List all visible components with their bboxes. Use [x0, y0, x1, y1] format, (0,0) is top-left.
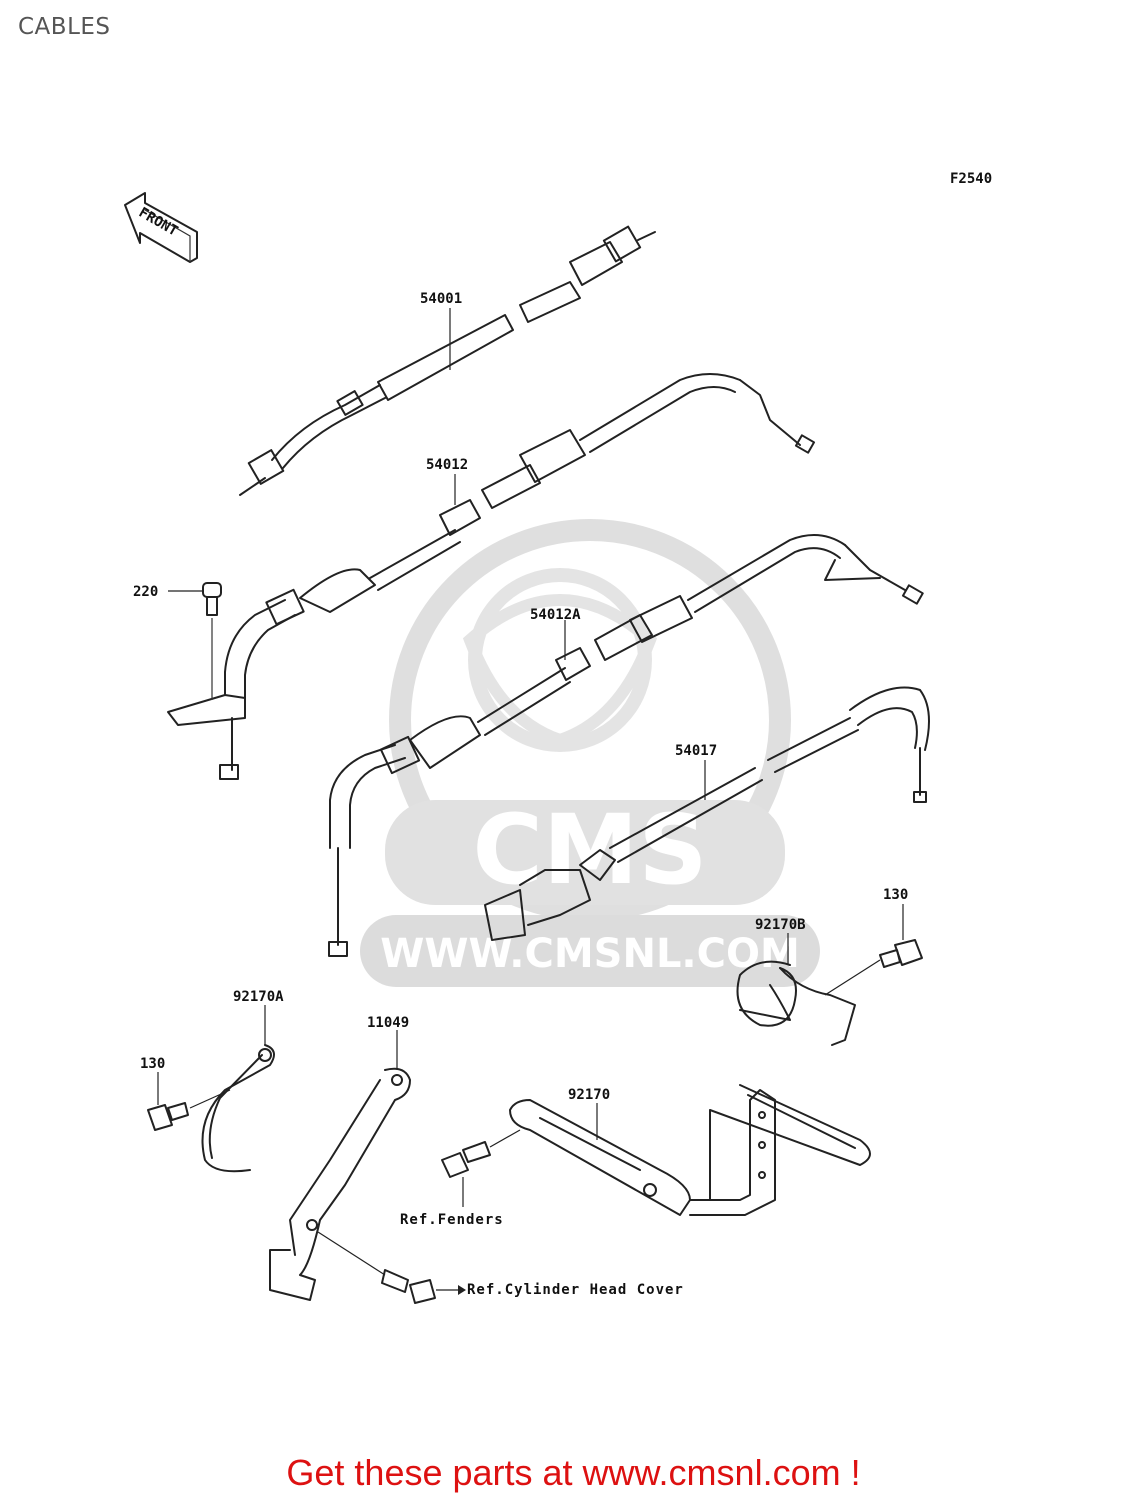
bolt-130-right [824, 939, 923, 996]
screw-220 [202, 582, 222, 700]
bolt-130-left [147, 1089, 231, 1131]
clamp-92170B [736, 960, 856, 1046]
parts-diagram: CMS WWW.CMSNL.COM FRONT F2540 54001 [124, 171, 992, 1304]
clamp-92170A [201, 1044, 275, 1173]
label-92170: 92170 [568, 1087, 610, 1103]
label-92170A: 92170A [233, 989, 284, 1005]
ref-cylinder-head-label: Ref.Cylinder Head Cover [467, 1282, 684, 1298]
figure-code: F2540 [950, 171, 992, 187]
bracket-11049 [269, 1067, 411, 1301]
cms-watermark: CMS WWW.CMSNL.COM [360, 519, 820, 987]
label-54012A: 54012A [530, 607, 581, 623]
label-92170B: 92170B [755, 917, 806, 933]
watermark-url: WWW.CMSNL.COM [380, 931, 800, 977]
page-title: CABLES [18, 14, 111, 40]
label-54001: 54001 [420, 291, 462, 307]
label-130-right: 130 [883, 887, 908, 903]
cable-54012 [167, 373, 816, 780]
footer-link[interactable]: Get these parts at www.cmsnl.com ! [286, 1452, 861, 1493]
bolt-cylinder-head [317, 1231, 466, 1304]
cable-54001 [239, 225, 656, 496]
front-arrow-icon: FRONT [124, 192, 198, 263]
cable-54017 [484, 686, 930, 941]
label-54017: 54017 [675, 743, 717, 759]
label-130-left: 130 [140, 1056, 165, 1072]
ref-fenders-label: Ref.Fenders [400, 1212, 504, 1228]
label-220: 220 [133, 584, 158, 600]
cable-54012A [328, 534, 924, 957]
watermark-brand: CMS [472, 794, 707, 906]
bolt-fenders [441, 1129, 521, 1207]
bracket-92170 [509, 1084, 871, 1216]
label-11049: 11049 [367, 1015, 409, 1031]
label-54012: 54012 [426, 457, 468, 473]
